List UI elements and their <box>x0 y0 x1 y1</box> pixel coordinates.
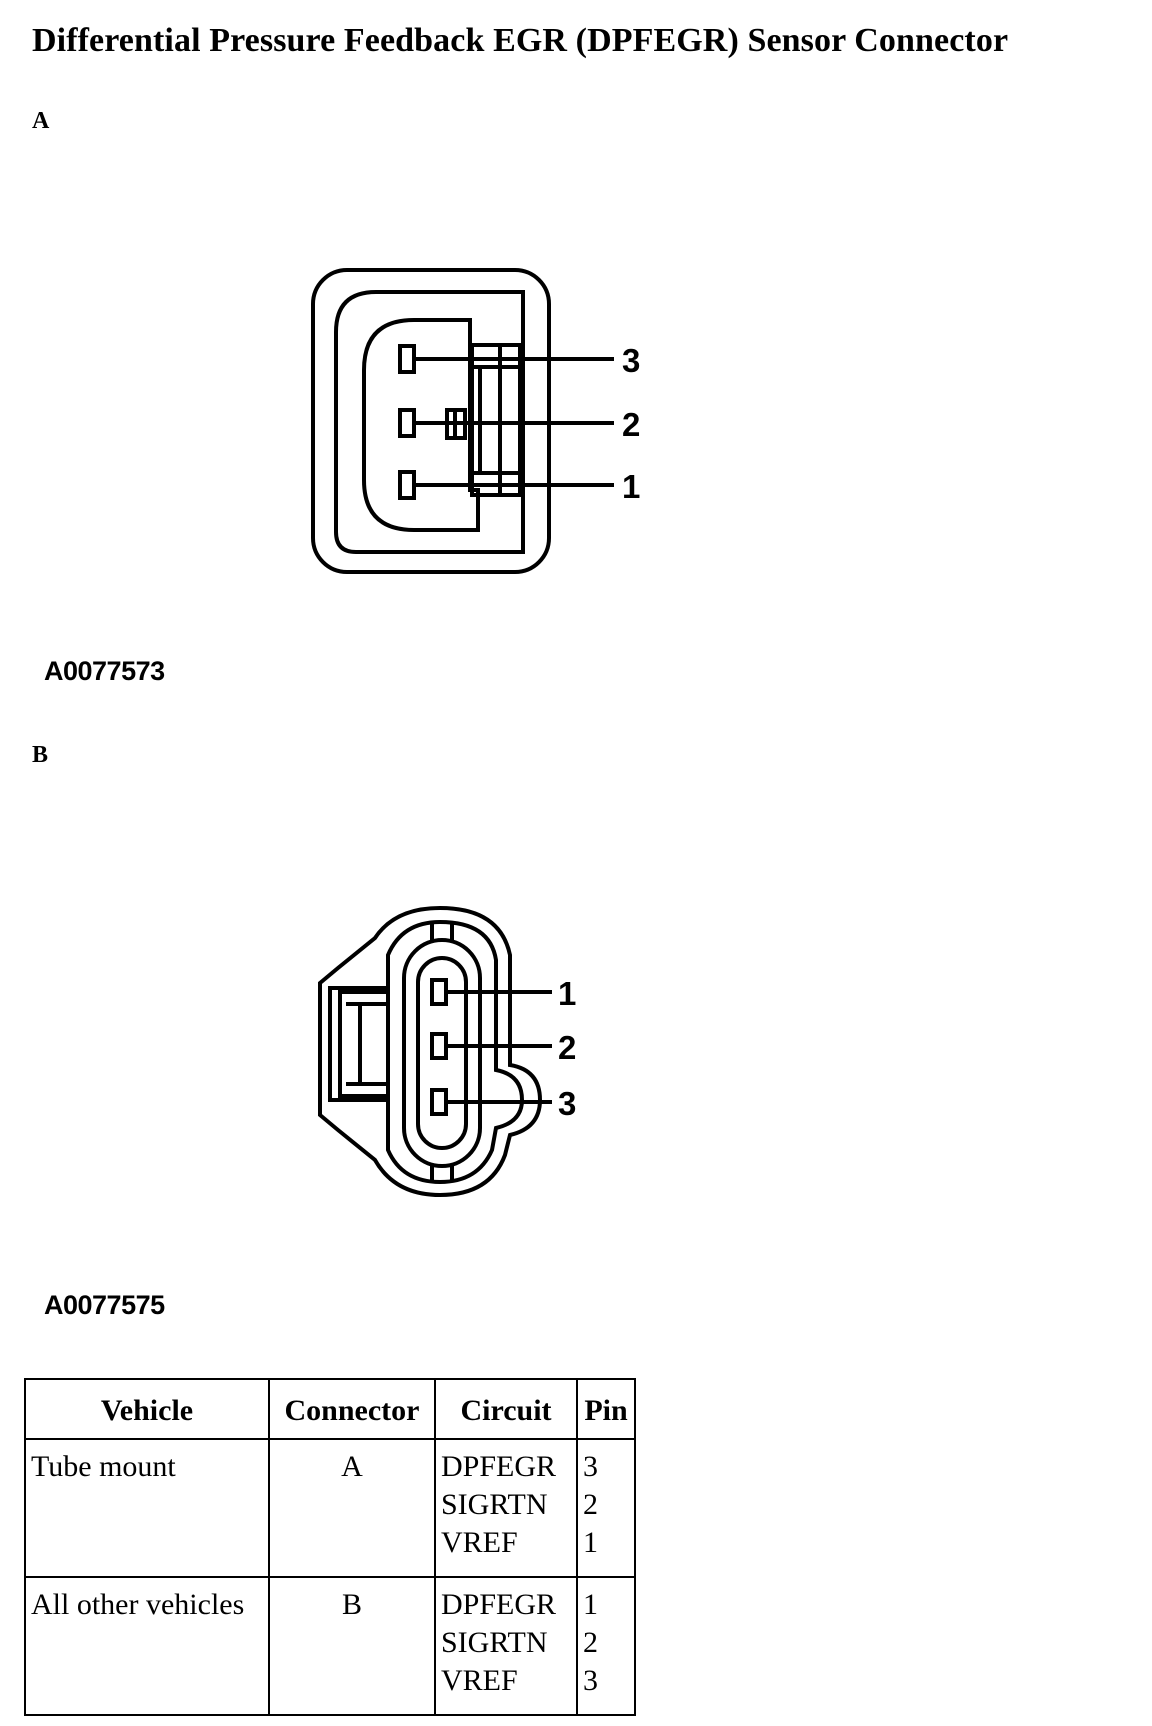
connector-a-socket <box>362 318 480 532</box>
cell-circuit: DPFEGR <box>441 1450 557 1483</box>
header-connector: Connector <box>268 1378 436 1440</box>
header-pin: Pin <box>576 1378 636 1440</box>
connector-b-pin-label: 1 <box>558 975 576 1012</box>
cell-circuit: VREF <box>441 1526 518 1559</box>
cell-vehicle: All other vehicles <box>24 1576 270 1716</box>
connector-a-pin-label: 2 <box>622 406 640 443</box>
cell-circuits: DPFEGR SIGRTN VREF <box>434 1438 578 1578</box>
cell-pin: 2 <box>583 1488 598 1521</box>
connector-b-pin-label: 3 <box>558 1085 576 1122</box>
cell-pin: 1 <box>583 1526 598 1559</box>
page-title: Differential Pressure Feedback EGR (DPFE… <box>32 22 1009 59</box>
connector-a-inner-housing <box>334 290 525 554</box>
figure-a-label: A <box>32 108 50 134</box>
figure-b-id: A0077575 <box>44 1290 165 1320</box>
connector-a-latch <box>470 343 522 497</box>
connector-b-pin-label: 2 <box>558 1029 576 1066</box>
pinout-table: Vehicle Connector Circuit Pin Tube mount… <box>24 1378 636 1716</box>
cell-circuits: DPFEGR SIGRTN VREF <box>434 1576 578 1716</box>
connector-b-terminal-3 <box>430 1088 448 1116</box>
cell-vehicle: Tube mount <box>24 1438 270 1578</box>
cell-pins: 1 2 3 <box>576 1576 636 1716</box>
connector-b-terminal-2 <box>430 1032 448 1060</box>
connector-b-socket <box>416 956 468 1150</box>
header-vehicle: Vehicle <box>24 1378 270 1440</box>
cell-pin: 1 <box>583 1588 598 1621</box>
connector-b-outer-housing <box>318 905 543 1198</box>
cell-connector: A <box>268 1438 436 1578</box>
cell-pins: 3 2 1 <box>576 1438 636 1578</box>
connector-a-pin-label: 3 <box>622 342 640 379</box>
figure-a-id: A0077573 <box>44 656 165 686</box>
connector-b-terminal-1 <box>430 978 448 1006</box>
figure-b-label: B <box>32 742 49 768</box>
cell-circuit: SIGRTN <box>441 1626 548 1659</box>
cell-circuit: VREF <box>441 1664 518 1697</box>
cell-pin: 3 <box>583 1664 598 1697</box>
table-row: Tube mount A DPFEGR SIGRTN VREF 3 2 1 <box>24 1438 636 1578</box>
connector-a-pin-label: 1 <box>622 468 640 505</box>
table-header-row: Vehicle Connector Circuit Pin <box>24 1378 636 1440</box>
cell-circuit: SIGRTN <box>441 1488 548 1521</box>
cell-pin: 3 <box>583 1450 598 1483</box>
cell-pin: 2 <box>583 1626 598 1659</box>
cell-connector: B <box>268 1576 436 1716</box>
header-circuit: Circuit <box>434 1378 578 1440</box>
cell-circuit: DPFEGR <box>441 1588 557 1621</box>
connector-b-inner-oval <box>402 938 482 1168</box>
table-row: All other vehicles B DPFEGR SIGRTN VREF … <box>24 1576 636 1716</box>
